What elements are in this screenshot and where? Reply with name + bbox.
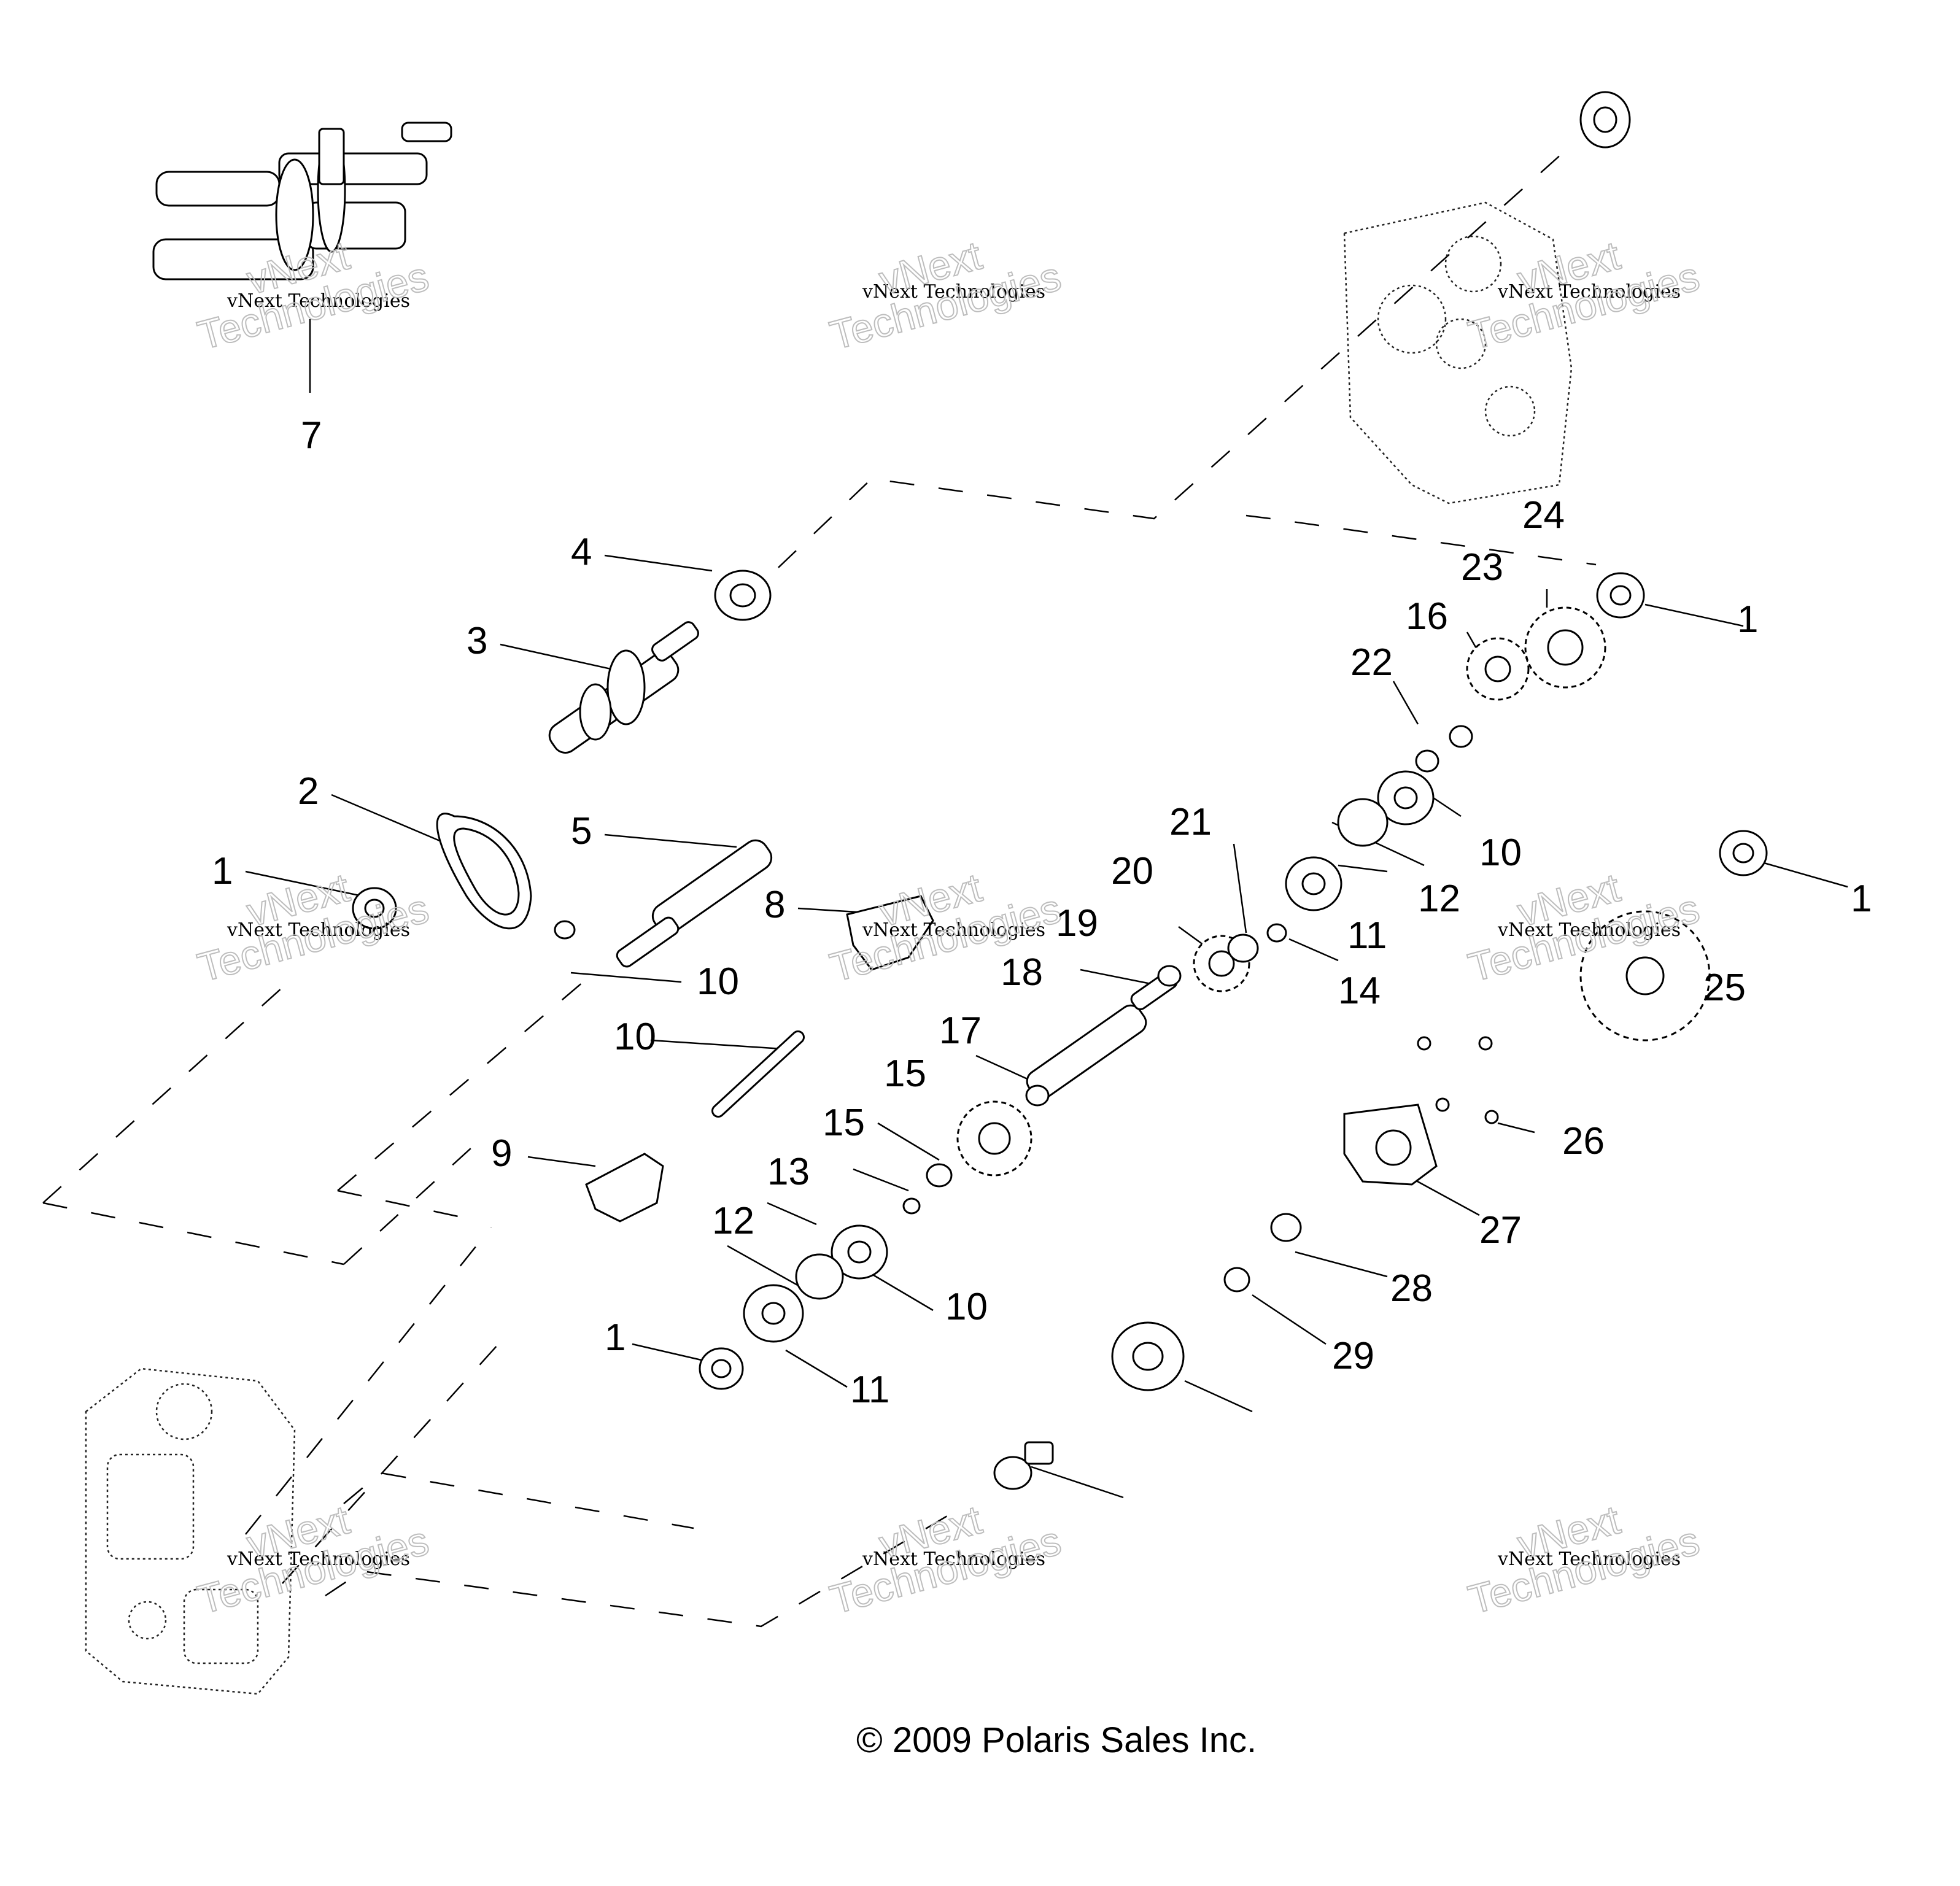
watermark-text: vNext Technologies: [1497, 919, 1681, 941]
shift-fork-icon: [585, 895, 934, 1223]
gearcase-cover-icon: [1343, 91, 1631, 504]
callout-16: 18: [1001, 951, 1043, 994]
callout-23: 25: [1703, 967, 1746, 1009]
callout-1: 1: [1737, 598, 1758, 641]
ring-clip-icon: [554, 725, 1473, 1300]
callout-21: 23: [1461, 546, 1503, 589]
main-shaft-icon: [1026, 971, 1178, 1100]
callout-6: 7: [301, 414, 322, 457]
copyright-notice: © 2009 Polaris Sales Inc.: [856, 1720, 1257, 1760]
bearing-icon: [352, 570, 1768, 1391]
callout-25: 27: [1479, 1209, 1522, 1251]
callout-26: 28: [1390, 1267, 1433, 1310]
watermark-text: vNext Technologies: [227, 1548, 410, 1570]
callout-2: 2: [298, 770, 319, 813]
watermark-text: vNext Technologies: [862, 281, 1045, 303]
transmission-gear-assembly-icon: [152, 122, 452, 280]
assembly-dashed-lines: [42, 153, 1597, 1628]
gearcase-housing-icon: [85, 1367, 296, 1695]
callout-12: 13: [767, 1151, 810, 1193]
callout-7: 8: [764, 884, 785, 926]
callout-27: 29: [1332, 1335, 1374, 1377]
callout-3: 3: [467, 620, 487, 662]
callout-10: 11: [1347, 914, 1387, 957]
screw-icon: [1417, 1036, 1499, 1124]
callout-22: 24: [1522, 494, 1565, 536]
callout-5: 5: [571, 810, 592, 852]
callout-11: 12: [712, 1200, 754, 1242]
watermark-text: vNext Technologies: [1497, 1548, 1681, 1570]
callout-20: 22: [1350, 641, 1393, 684]
callout-11: 12: [1418, 878, 1460, 920]
output-shaft-icon: [548, 621, 699, 754]
watermark-text: vNext Technologies: [1497, 281, 1681, 303]
callout-10: 11: [850, 1369, 889, 1411]
shift-drum-icon: [616, 839, 773, 968]
callout-1: 1: [605, 1316, 626, 1359]
callout-18: 20: [1111, 850, 1153, 892]
callout-7: 9: [491, 1132, 512, 1175]
callout-4: 4: [571, 531, 592, 573]
watermark-text: vNext Technologies: [227, 919, 410, 941]
callout-15: 16: [1406, 595, 1448, 638]
actuator-icon: [993, 1441, 1054, 1490]
callout-19: 21: [1169, 801, 1212, 843]
callout-10: 10: [945, 1286, 988, 1328]
gear-icon: [956, 606, 1711, 1177]
shift-rail-icon: [711, 1030, 805, 1118]
watermark-text: vNext Technologies: [862, 1548, 1045, 1570]
watermark-text: vNext Technologies: [862, 919, 1045, 941]
watermark-group: vNext Technologies vNext Technologies vN…: [192, 231, 1704, 1623]
callout-17: 19: [1056, 902, 1098, 945]
callout-1: 1: [1851, 878, 1872, 920]
callout-1: 1: [212, 850, 233, 892]
drive-belt-icon: [436, 813, 532, 930]
callout-9: 10: [614, 1016, 656, 1058]
callout-8: 10: [697, 960, 739, 1003]
watermark-text: vNext Technologies: [227, 290, 410, 312]
callout-13: 15: [823, 1102, 865, 1144]
callout-24: 26: [1562, 1120, 1605, 1162]
callout-10: 10: [1479, 832, 1522, 874]
callout-14: 15: [884, 1053, 926, 1095]
callout-labels: 7 4 3 2 5 1 8 10 10 9 15 15 13 12 10 1 1…: [212, 414, 1872, 1411]
callout-15: 17: [939, 1010, 982, 1052]
callout-12: 14: [1338, 970, 1381, 1012]
hub-plate-icon: [1343, 1103, 1438, 1186]
